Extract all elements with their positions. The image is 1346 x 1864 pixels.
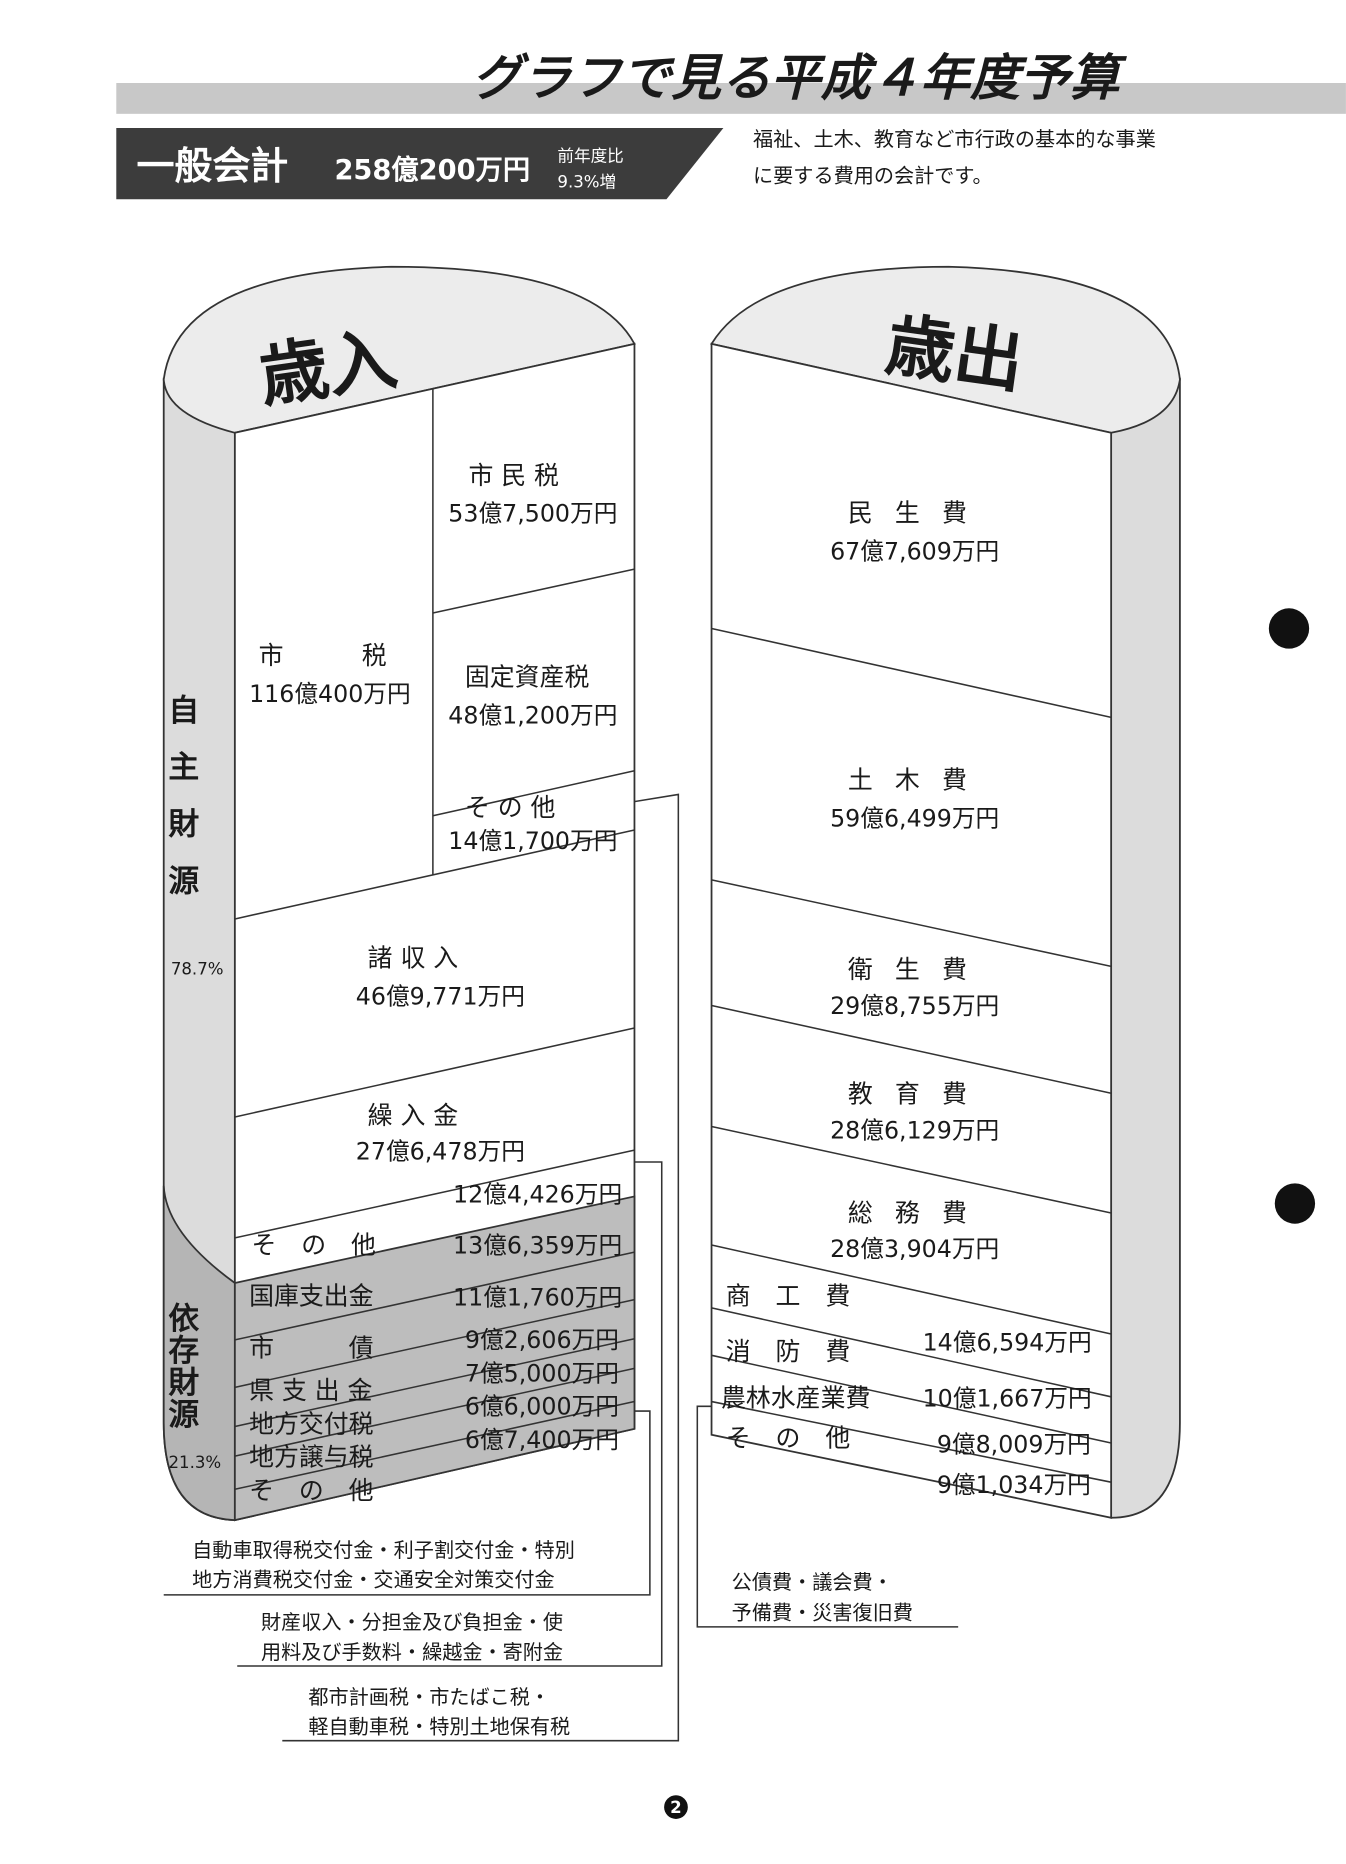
revenue-note-2-line-1: 財産収入・分担金及び負担金・使 [261,1610,563,1634]
description-line-2: に要する費用の会計です。 [753,164,993,188]
expenditure-item-amount: 29億8,755万円 [830,992,999,1020]
expenditure-small-amount: 14億6,594万円 [923,1329,1092,1357]
account-total: 258億200万円 [334,155,530,186]
dependent-item-name: 国庫支出金 [249,1281,374,1310]
expenditure-note-line-1: 公債費・議会費・ [732,1570,893,1594]
dependent-item-amount: 13億6,359万円 [453,1231,622,1259]
dependent-pct: 21.3% [168,1453,221,1472]
dependent-item-amount: 11億1,760万円 [453,1284,622,1312]
page-number-badge [664,1795,688,1819]
revenue-item-amount: 48億1,200万円 [448,701,617,729]
dependent-area [233,1195,636,1522]
city-tax-name: 市 税 [259,641,397,670]
city-tax-amount: 116億400万円 [249,680,411,708]
binder-hole [1274,1183,1316,1224]
expenditure-small-name: 農林水産業費 [721,1383,870,1412]
dependent-item-name: 市 債 [249,1333,373,1362]
dependent-item-amount: 6億6,000万円 [465,1393,619,1421]
expenditure-item-name: 衛 生 費 [848,955,974,984]
revenue-item-name: 固定資産税 [465,662,590,691]
page-number: 2 [670,1798,682,1817]
revenue-note-1-line-1: 自動車取得税交付金・利子割交付金・特別 [192,1538,575,1562]
expenditure-face [710,342,1113,1519]
revenue-item-amount: 27億6,478万円 [356,1138,525,1166]
title-band [116,83,1346,114]
expenditure-connector [696,1405,959,1628]
expenditure-item-name: 総 務 費 [848,1198,974,1227]
description-line-1: 福祉、土木、教育など市行政の基本的な事業 [753,127,1156,151]
revenue-note-2-line-2: 用料及び手数料・繰越金・寄附金 [261,1640,563,1664]
revenue-item-amount: 53億7,500万円 [448,500,617,528]
binder-hole [1268,608,1310,649]
own-source-label: 自主財源 [162,694,198,922]
dependent-item-name: 地方譲与税 [249,1443,374,1472]
revenue-item-name: そ の 他 [251,1230,375,1259]
revenue-item-name: 繰 入 金 [368,1101,459,1130]
expenditure-item-name: 土 木 費 [848,766,974,795]
expenditure-small-name: そ の 他 [726,1424,850,1453]
revenue-cylinder: 歳入 [162,265,636,1522]
expenditure-item-amount: 28億6,129万円 [830,1116,999,1144]
expenditure-small-amount: 9億1,034万円 [937,1471,1091,1499]
expenditure-side [1110,377,1181,1519]
own-source-pct: 78.7% [171,960,224,979]
dependent-item-name: 県 支 出 金 [249,1376,372,1405]
revenue-item-amount: 12億4,426万円 [453,1180,622,1208]
expenditure-small-amount: 10億1,667万円 [923,1384,1092,1412]
page-title: グラフで見る平成４年度予算 [472,49,1128,107]
revenue-item-name: 市 民 税 [468,461,559,490]
dependent-item-amount: 7億5,000万円 [465,1359,619,1387]
expenditure-item-amount: 67億7,609万円 [830,538,999,566]
yoy-value: 9.3%増 [557,172,616,191]
expenditure-small-name: 消 防 費 [726,1337,850,1366]
expenditure-top-cap [710,265,1181,434]
revenue-note-3-line-1: 都市計画税・市たばこ税・ [308,1685,550,1709]
account-banner [116,128,724,200]
expenditure-item-amount: 59億6,499万円 [830,804,999,832]
dependent-item-name: 地方交付税 [249,1409,374,1438]
dependent-label: 依存財源 [162,1302,198,1430]
expenditure-item-name: 教 育 費 [848,1080,974,1109]
revenue-title: 歳入 [255,319,402,417]
dependent-item-amount: 9億2,606万円 [465,1326,619,1354]
dependent-item-name: そ の 他 [249,1476,373,1505]
expenditure-note-line-2: 予備費・災害復旧費 [732,1601,913,1625]
yoy-label: 前年度比 [557,146,623,165]
account-name: 一般会計 [136,144,288,188]
revenue-note-1-line-2: 地方消費税交付金・交通安全対策交付金 [192,1568,555,1592]
revenue-item-amount: 46億9,771万円 [356,982,525,1010]
expenditure-item-name: 民 生 費 [848,499,974,528]
revenue-note-3-line-2: 軽自動車税・特別土地保有税 [308,1715,570,1739]
revenue-connectors [163,793,680,1742]
expenditure-small-amount: 9億8,009万円 [937,1431,1091,1459]
expenditure-small-name: 商 工 費 [726,1281,850,1310]
expenditure-item-amount: 28億3,904万円 [830,1235,999,1263]
revenue-item-amount: 14億1,700万円 [448,827,617,855]
revenue-top-cap [162,265,636,434]
dependent-item-amount: 6億7,400万円 [465,1426,619,1454]
expenditure-title: 歳出 [881,305,1028,403]
revenue-item-name: 諸 収 入 [368,943,459,972]
expenditure-cylinder: 歳出 [710,265,1181,1519]
revenue-item-name: そ の 他 [465,793,556,822]
